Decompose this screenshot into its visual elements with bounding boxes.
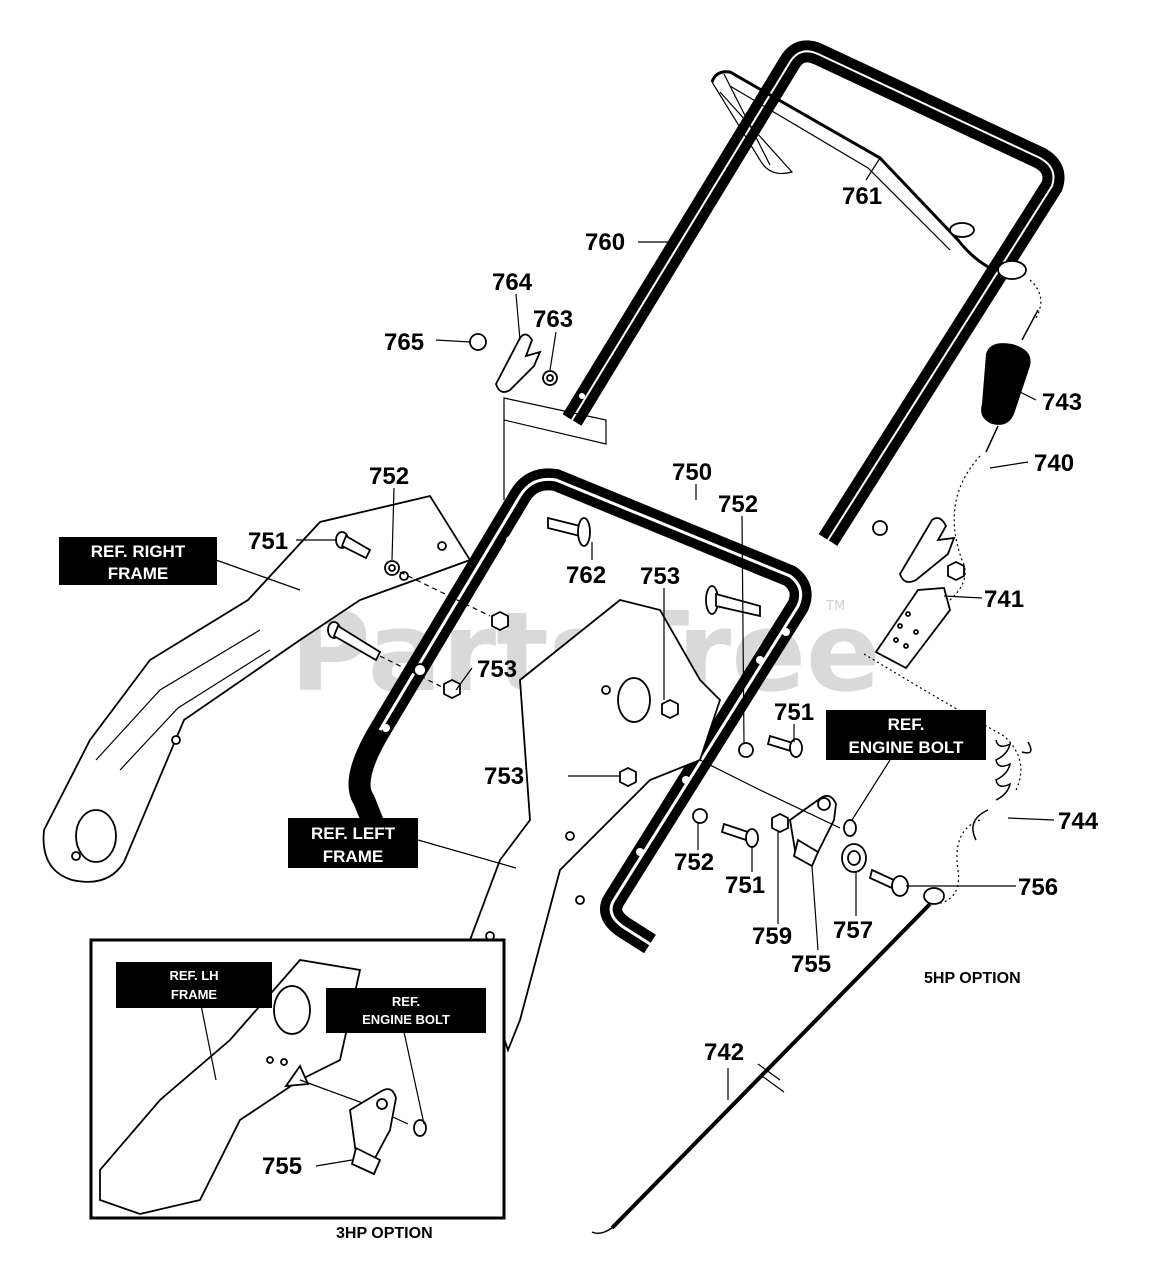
part-number-752-c: 752 xyxy=(674,849,714,876)
cable-pulley-757 xyxy=(841,843,867,873)
handle-knob-right xyxy=(872,517,965,583)
part-number-759: 759 xyxy=(752,923,792,950)
ref-label-left-frame: REF. LEFT FRAME xyxy=(288,818,418,868)
part-number-752-b: 752 xyxy=(718,491,758,518)
upper-handle xyxy=(562,40,1065,546)
carriage-bolt-right xyxy=(705,585,761,618)
part-number-753-a: 753 xyxy=(640,563,680,590)
part-number-763: 763 xyxy=(533,306,573,333)
cable-dotted-4 xyxy=(935,819,981,905)
ref-left-frame-line1: REF. LEFT xyxy=(311,824,396,843)
ref-label-right-frame: REF. RIGHT FRAME xyxy=(59,537,217,585)
ref-left-frame-line2: FRAME xyxy=(323,847,383,866)
bolt-751-right xyxy=(738,734,803,758)
ref-engine-bolt-line2: ENGINE BOLT xyxy=(849,738,965,757)
bolt-751-lower xyxy=(692,808,759,848)
caption-3hp-option: 3HP OPTION xyxy=(336,1225,433,1242)
nut-759 xyxy=(771,812,789,834)
cable-bracket-755 xyxy=(789,794,837,868)
nut-753-a xyxy=(491,610,509,632)
bolt-751-upper xyxy=(335,531,491,617)
cable-bracket xyxy=(874,587,951,670)
part-number-757: 757 xyxy=(833,917,873,944)
bolt-lower-right-frame xyxy=(327,621,449,691)
part-number-753-c: 753 xyxy=(484,763,524,790)
part-number-762: 762 xyxy=(566,562,606,589)
cable-grip xyxy=(981,309,1039,453)
part-number-740: 740 xyxy=(1034,450,1074,477)
part-number-743: 743 xyxy=(1042,389,1082,416)
part-number-756: 756 xyxy=(1018,874,1058,901)
cable-dotted xyxy=(1029,279,1042,319)
handle-knob-upper xyxy=(469,333,558,393)
ref-right-frame-line2: FRAME xyxy=(108,564,168,583)
part-number-765: 765 xyxy=(384,329,424,356)
ref-label-engine-bolt-inset: REF. ENGINE BOLT xyxy=(326,988,486,1033)
part-number-741: 741 xyxy=(984,586,1024,613)
mount-plane-upper xyxy=(503,397,607,445)
extension-spring xyxy=(972,739,1032,841)
part-number-755-a: 755 xyxy=(791,951,831,978)
part-number-751-b: 751 xyxy=(774,699,814,726)
ref-right-frame-line1: REF. RIGHT xyxy=(91,542,186,561)
control-bail xyxy=(710,70,1027,280)
part-number-764: 764 xyxy=(492,269,533,296)
part-number-751-a: 751 xyxy=(248,528,288,555)
ref-engine-bolt-inset-line2: ENGINE BOLT xyxy=(362,1012,450,1027)
right-frame xyxy=(42,494,472,883)
ref-lh-frame-line1: REF. LH xyxy=(169,968,218,983)
part-number-750: 750 xyxy=(672,459,712,486)
shoulder-bolt-756 xyxy=(868,868,909,897)
left-frame xyxy=(469,599,722,1053)
part-number-760: 760 xyxy=(585,229,625,256)
nut-753-b xyxy=(443,678,461,700)
ref-engine-bolt-line1: REF. xyxy=(888,715,925,734)
ref-lh-frame-line2: FRAME xyxy=(171,987,218,1002)
part-number-742: 742 xyxy=(704,1039,744,1066)
part-number-752-a: 752 xyxy=(369,463,409,490)
caption-5hp-option: 5HP OPTION xyxy=(924,970,1021,987)
engine-bolt xyxy=(843,819,857,837)
cable-dotted-3 xyxy=(863,653,1022,791)
watermark-tm: TM xyxy=(825,599,845,614)
part-number-744: 744 xyxy=(1058,808,1099,835)
nut-753-c xyxy=(661,698,679,720)
ref-label-lh-frame: REF. LH FRAME xyxy=(116,962,272,1008)
nut-753-d xyxy=(619,766,637,788)
part-number-755-b: 755 xyxy=(262,1153,302,1180)
ref-label-engine-bolt: REF. ENGINE BOLT xyxy=(826,710,986,760)
carriage-bolt-762 xyxy=(547,516,591,547)
part-number-751-c: 751 xyxy=(725,872,765,899)
part-number-753-b: 753 xyxy=(477,656,517,683)
part-number-labels: 760 761 764 763 765 743 740 750 752 752 … xyxy=(248,183,1099,1180)
ref-engine-bolt-inset-line1: REF. xyxy=(392,994,420,1009)
lower-handle xyxy=(348,468,812,954)
part-number-761: 761 xyxy=(842,183,882,210)
leader-lines xyxy=(199,157,1055,1167)
cable-dotted-2 xyxy=(949,455,981,601)
leader-engine xyxy=(699,759,841,829)
control-cable xyxy=(591,887,945,1235)
